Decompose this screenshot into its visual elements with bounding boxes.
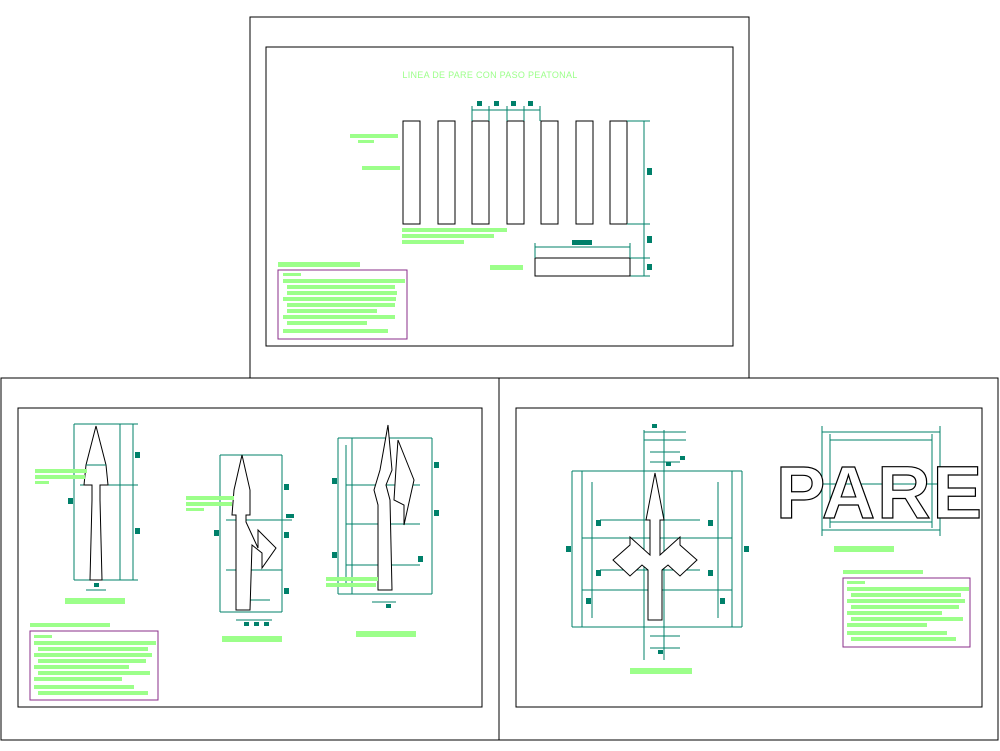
top-notes-box [277, 269, 408, 340]
vertical-dimension [627, 120, 652, 277]
top-annotations [278, 134, 523, 270]
pare-letters: PARE [776, 451, 984, 534]
top-sheet: LINEA DE PARE CON PASO PEATONAL [249, 16, 750, 380]
straight-right-arrow-detail [186, 454, 294, 642]
bottom-right-inner-frame [515, 407, 983, 708]
lane-change-arrow-detail [326, 424, 439, 637]
bottom-left-sheet [0, 377, 500, 741]
top-sheet-inner-frame [265, 46, 734, 347]
bottom-left-notes-box [29, 623, 159, 701]
bottom-right-sheet: PARE [498, 377, 999, 741]
bottom-left-inner-frame [17, 407, 483, 708]
bottom-right-notes-box [842, 570, 971, 648]
stop-line-bar [534, 257, 631, 277]
three-way-arrow-detail [566, 424, 749, 674]
stripe-dimension-chain [471, 101, 541, 121]
straight-arrow-detail [35, 423, 140, 604]
drawing-title: LINEA DE PARE CON PASO PEATONAL [402, 70, 577, 80]
crosswalk-stripes [402, 120, 628, 225]
stop-line-dimension [534, 240, 631, 258]
pare-stencil-detail: PARE [775, 426, 984, 552]
